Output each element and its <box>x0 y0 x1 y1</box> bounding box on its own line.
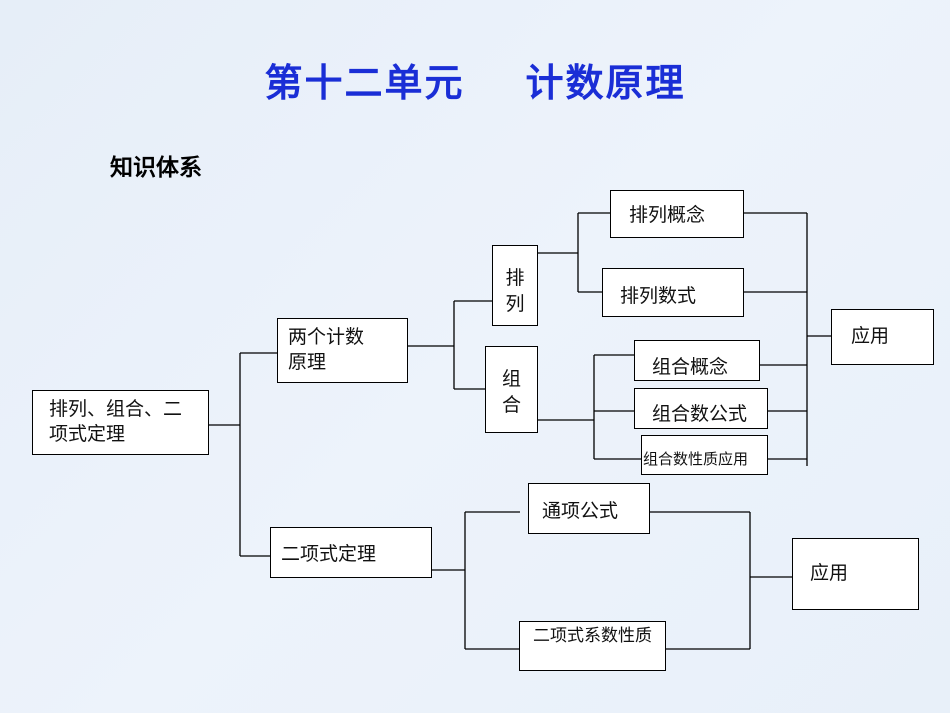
connector-application-bottom <box>650 511 792 650</box>
connector-combination <box>538 354 641 460</box>
connector-root <box>208 352 277 557</box>
node-root: 排列、组合、二项式定理 <box>32 390 209 455</box>
node-application-bottom: 应用 <box>792 538 919 610</box>
node-combination: 组合 <box>485 346 538 433</box>
page-title: 第十二单元 计数原理 <box>264 60 686 105</box>
connector-principles <box>408 300 492 390</box>
node-permutation: 排列 <box>492 245 538 326</box>
node-comb-formula: 组合数公式 <box>634 388 768 429</box>
node-perm-formula: 排列数式 <box>602 268 744 317</box>
node-general-term: 通项公式 <box>528 483 650 534</box>
connector-application-top <box>744 212 831 466</box>
node-perm-concept: 排列概念 <box>610 190 744 238</box>
node-two-principles: 两个计数原理 <box>277 318 408 383</box>
node-binomial: 二项式定理 <box>270 527 432 578</box>
node-comb-concept: 组合概念 <box>634 340 760 381</box>
connector-binomial <box>432 511 520 650</box>
node-application-top: 应用 <box>831 309 934 365</box>
connector-permutation <box>538 212 610 293</box>
node-comb-properties: 组合数性质应用 <box>641 435 768 475</box>
node-binomial-coef: 二项式系数性质 <box>519 621 666 671</box>
section-heading: 知识体系 <box>110 154 202 181</box>
